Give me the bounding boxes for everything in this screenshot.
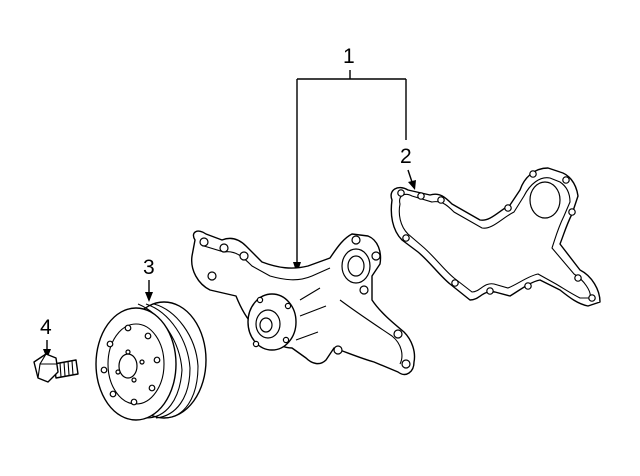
pulley	[95, 301, 207, 421]
callout-1-label: 1	[343, 45, 355, 68]
callout-4-label: 4	[40, 316, 52, 339]
callout-3-label: 3	[143, 256, 155, 279]
callout-1-leader	[296, 70, 407, 270]
gasket	[390, 167, 601, 307]
leader-lines	[43, 70, 416, 359]
water-pump	[191, 230, 416, 376]
callout-2-arrowhead	[408, 180, 416, 190]
bolt	[33, 353, 79, 383]
callout-2-label: 2	[400, 145, 412, 168]
callout-3-arrowhead	[145, 292, 153, 302]
